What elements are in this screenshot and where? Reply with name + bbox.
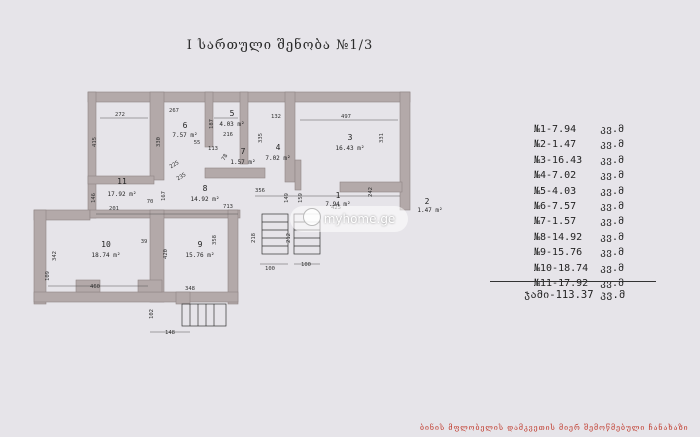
dim-label: 225 <box>169 160 181 170</box>
room-9-area: 15.76 m² <box>186 252 215 259</box>
dim-label: 132 <box>271 114 281 120</box>
dim-label: 358 <box>212 235 218 245</box>
total-separator <box>490 281 656 282</box>
dim-label: 335 <box>258 133 264 143</box>
dim-label: 460 <box>90 284 100 290</box>
room-11-area: 17.92 m² <box>108 191 137 198</box>
wall-11-south <box>87 175 155 185</box>
wall-9-east <box>227 209 239 305</box>
room-2-area: 1.47 m² <box>417 207 442 214</box>
room-9-number: 9 <box>198 240 203 249</box>
dim-label: 272 <box>115 112 125 118</box>
dimension-labels: 272 415 267 187 216 335 132 497 331 330 … <box>45 108 385 336</box>
room-1-number: 1 <box>336 191 341 200</box>
wall-north <box>87 91 411 103</box>
wall-3-corridor <box>294 159 302 191</box>
dim-label: 212 <box>286 233 292 243</box>
dim-label: 415 <box>92 137 98 147</box>
page-title: I სართული შენობა №1/3 <box>186 38 374 53</box>
dim-label: 39 <box>141 239 148 245</box>
wall-south-lower <box>33 291 239 303</box>
dim-label: 167 <box>161 191 167 201</box>
dim-label: 330 <box>156 137 162 147</box>
dim-label: 331 <box>379 133 385 143</box>
room-labels: 11 17.92 m² 6 7.57 m² 5 4.03 m² 7 1.57 m… <box>92 109 443 259</box>
room-7-area: 1.57 m² <box>230 159 255 166</box>
room-6-number: 6 <box>183 121 188 130</box>
dim-label: 713 <box>223 204 233 210</box>
dim-label: 100 <box>265 266 275 272</box>
room-5-area: 4.03 m² <box>219 121 244 128</box>
dim-label: 70 <box>147 199 154 205</box>
wall-4-3 <box>284 91 296 183</box>
room-10-area: 18.74 m² <box>92 252 121 259</box>
room-8-area: 14.92 m² <box>191 196 220 203</box>
dim-label: 55 <box>194 140 201 146</box>
wall-3-south <box>339 181 403 193</box>
dim-label: 102 <box>149 309 155 319</box>
dim-label: 78 <box>221 153 230 162</box>
dim-label: 267 <box>169 108 179 114</box>
dim-label: 420 <box>163 249 169 259</box>
room-6-area: 7.57 m² <box>172 132 197 139</box>
watermark-badge: myhome.ge <box>290 206 408 232</box>
dim-label: 348 <box>185 286 195 292</box>
room-3-number: 3 <box>348 133 353 142</box>
room-7-number: 7 <box>241 147 246 156</box>
dim-label: 187 <box>209 119 215 129</box>
wall-west-lower <box>33 209 47 305</box>
dim-label: 342 <box>52 251 58 261</box>
footer-note: ბინის მფლობელის დამკვეთის მიერ შემოწმებუ… <box>420 424 689 432</box>
dim-label: 235 <box>176 172 188 182</box>
room-10-number: 10 <box>101 240 111 249</box>
wall-pier-3 <box>175 291 191 305</box>
room-3-area: 16.43 m² <box>336 145 365 152</box>
wall-east <box>399 91 411 211</box>
dim-label: 113 <box>208 146 218 152</box>
dim-label: 242 <box>368 187 374 197</box>
wall-6-5 <box>204 91 214 148</box>
dim-label: 218 <box>251 233 257 243</box>
total-area: ჯამი-113.37 კვ.მ <box>524 289 626 301</box>
dim-label: 216 <box>223 132 233 138</box>
wall-11-6 <box>149 91 165 181</box>
room-8-number: 8 <box>203 184 208 193</box>
floor-plan: 11 17.92 m² 6 7.57 m² 5 4.03 m² 7 1.57 m… <box>33 91 443 336</box>
dim-label: 159 <box>298 193 304 203</box>
room-1-area: 7.94 m² <box>325 201 350 208</box>
house-logo-icon <box>302 208 321 226</box>
room-4-number: 4 <box>276 143 281 152</box>
watermark-text: myhome.ge <box>323 212 396 226</box>
dimension-lines <box>48 117 400 333</box>
wall-7-south <box>204 167 266 179</box>
dim-label: 497 <box>341 114 351 120</box>
dim-label: 100 <box>301 262 311 268</box>
room-5-number: 5 <box>230 109 235 118</box>
dim-label: 109 <box>45 271 51 281</box>
dim-label: 149 <box>284 193 290 203</box>
dim-label: 356 <box>255 188 265 194</box>
room-4-area: 7.02 m² <box>265 155 290 162</box>
wall-5-4 <box>239 91 249 165</box>
dim-label: 201 <box>109 206 119 212</box>
dim-label: 146 <box>91 193 97 203</box>
room-2-number: 2 <box>425 197 430 206</box>
room-11-number: 11 <box>117 177 127 186</box>
dim-label: 148 <box>165 330 175 336</box>
